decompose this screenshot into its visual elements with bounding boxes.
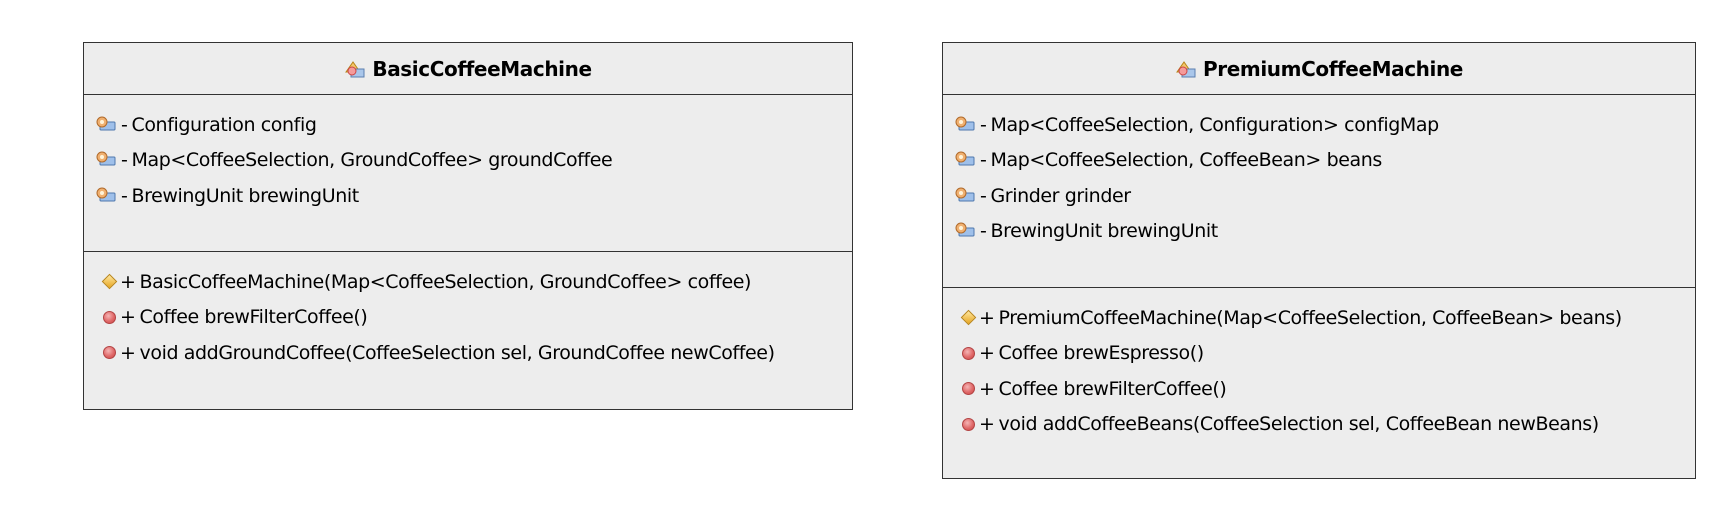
operation-text: PremiumCoffeeMachine(Map<CoffeeSelection… [998, 306, 1623, 329]
field-icon [95, 187, 117, 205]
attribute-row[interactable]: - Configuration config [84, 107, 852, 143]
attribute-text: BrewingUnit brewingUnit [990, 220, 1218, 243]
operation-text: void addGroundCoffee(CoffeeSelection sel… [139, 341, 775, 364]
visibility-marker: - [121, 113, 128, 136]
attribute-row[interactable]: - BrewingUnit brewingUnit [84, 178, 852, 214]
constructor-icon [960, 309, 977, 326]
method-icon [962, 346, 975, 360]
visibility-marker: - [121, 184, 128, 207]
attributes-section: - Configuration config - Map<CoffeeSelec… [84, 95, 852, 252]
operations-section: + PremiumCoffeeMachine(Map<CoffeeSelecti… [943, 288, 1695, 442]
class-header: PremiumCoffeeMachine [943, 43, 1695, 95]
operations-section: + BasicCoffeeMachine(Map<CoffeeSelection… [84, 252, 852, 371]
field-icon [954, 222, 976, 240]
class-basic-coffee-machine[interactable]: BasicCoffeeMachine - Configuration confi… [83, 42, 853, 410]
attribute-text: BrewingUnit brewingUnit [131, 184, 359, 207]
visibility-marker: - [980, 149, 987, 172]
visibility-marker: - [980, 113, 987, 136]
method-icon [962, 382, 975, 396]
visibility-marker: + [979, 377, 995, 400]
operation-text: void addCoffeeBeans(CoffeeSelection sel,… [998, 413, 1600, 436]
attribute-text: Grinder grinder [990, 184, 1131, 207]
field-icon [95, 116, 117, 134]
operation-row[interactable]: + Coffee brewFilterCoffee() [84, 300, 852, 336]
visibility-marker: + [979, 342, 995, 365]
field-icon [95, 151, 117, 169]
visibility-marker: - [121, 149, 128, 172]
method-icon [103, 346, 116, 360]
field-icon [954, 151, 976, 169]
operation-row[interactable]: + Coffee brewFilterCoffee() [943, 371, 1695, 407]
field-icon [954, 116, 976, 134]
attribute-text: Configuration config [131, 113, 317, 136]
visibility-marker: + [120, 306, 136, 329]
class-name: PremiumCoffeeMachine [1203, 56, 1463, 81]
class-premium-coffee-machine[interactable]: PremiumCoffeeMachine - Map<CoffeeSelecti… [942, 42, 1696, 479]
operation-text: Coffee brewEspresso() [998, 342, 1205, 365]
operation-row[interactable]: + void addGroundCoffee(CoffeeSelection s… [84, 335, 852, 371]
operation-row[interactable]: + Coffee brewEspresso() [943, 336, 1695, 372]
operation-text: Coffee brewFilterCoffee() [998, 377, 1227, 400]
field-icon [954, 187, 976, 205]
method-icon [103, 310, 116, 324]
attribute-text: Map<CoffeeSelection, GroundCoffee> groun… [131, 149, 613, 172]
attribute-row[interactable]: - Map<CoffeeSelection, Configuration> co… [943, 107, 1695, 143]
visibility-marker: - [980, 184, 987, 207]
attribute-text: Map<CoffeeSelection, CoffeeBean> beans [990, 149, 1382, 172]
operation-row[interactable]: + void addCoffeeBeans(CoffeeSelection se… [943, 407, 1695, 443]
constructor-icon [101, 273, 118, 290]
visibility-marker: + [979, 413, 995, 436]
attribute-row[interactable]: - Map<CoffeeSelection, CoffeeBean> beans [943, 143, 1695, 179]
visibility-marker: + [979, 306, 995, 329]
visibility-marker: + [120, 270, 136, 293]
class-icon [344, 59, 366, 79]
class-name: BasicCoffeeMachine [372, 56, 592, 81]
operation-row[interactable]: + BasicCoffeeMachine(Map<CoffeeSelection… [84, 264, 852, 300]
visibility-marker: - [980, 220, 987, 243]
attribute-row[interactable]: - BrewingUnit brewingUnit [943, 214, 1695, 250]
operation-row[interactable]: + PremiumCoffeeMachine(Map<CoffeeSelecti… [943, 300, 1695, 336]
visibility-marker: + [120, 341, 136, 364]
attribute-text: Map<CoffeeSelection, Configuration> conf… [990, 113, 1439, 136]
operation-text: Coffee brewFilterCoffee() [139, 306, 368, 329]
attribute-row[interactable]: - Map<CoffeeSelection, GroundCoffee> gro… [84, 143, 852, 179]
class-icon [1175, 59, 1197, 79]
attributes-section: - Map<CoffeeSelection, Configuration> co… [943, 95, 1695, 288]
class-header: BasicCoffeeMachine [84, 43, 852, 95]
operation-text: BasicCoffeeMachine(Map<CoffeeSelection, … [139, 270, 752, 293]
method-icon [962, 417, 975, 431]
attribute-row[interactable]: - Grinder grinder [943, 178, 1695, 214]
